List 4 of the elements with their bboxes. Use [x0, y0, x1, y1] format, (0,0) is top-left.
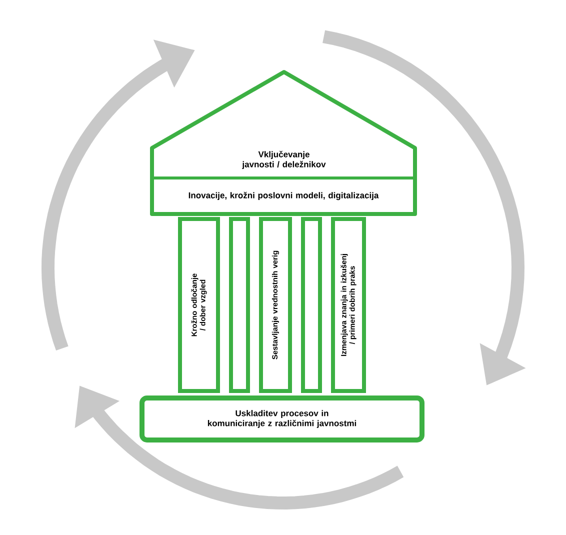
pillar-box	[229, 217, 250, 393]
base-box: Uskladitev procesov in komuniciranje z različnimi javnostmi	[140, 396, 424, 442]
band-box: Inovacije, krožni poslovni modeli, digitalizacija	[150, 176, 416, 216]
pillar-box	[301, 217, 322, 393]
